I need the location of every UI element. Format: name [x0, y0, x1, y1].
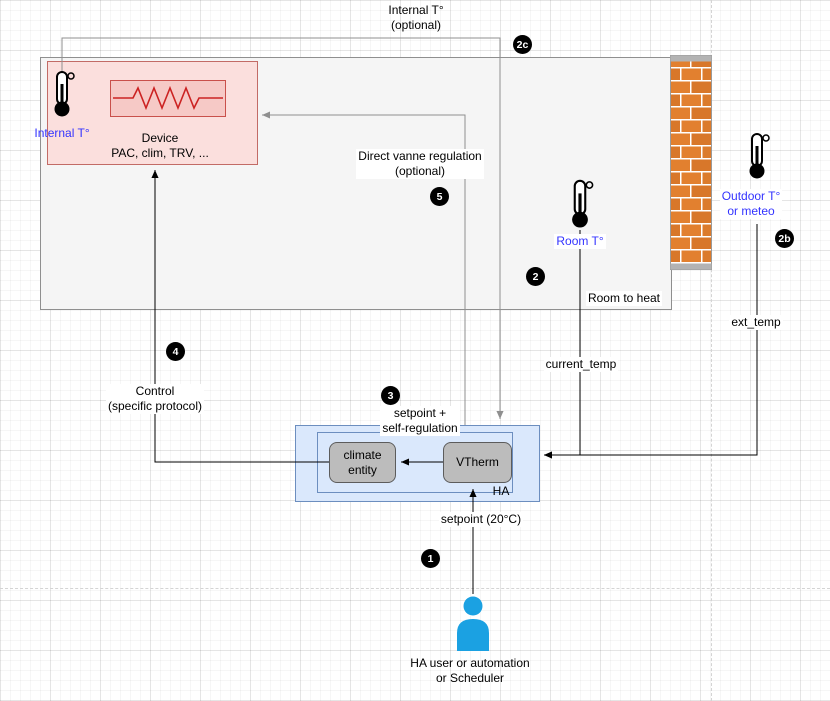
ha-label: HA — [492, 484, 510, 498]
direct-vanne-label: Direct vanne regulation (optional) — [348, 149, 492, 179]
ext-temp-label: ext_temp — [729, 315, 783, 330]
climate-entity-node: climate entity — [329, 442, 396, 483]
user-label: HA user or automation or Scheduler — [410, 656, 530, 685]
outdoor-temp-label: Outdoor T° or meteo — [719, 189, 783, 219]
step-badge-1: 1 — [421, 549, 440, 568]
climate-entity-label: climate entity — [343, 448, 382, 477]
heater-resistor-box — [110, 80, 226, 117]
step-badge-2: 2 — [526, 267, 545, 286]
device-name-label: Device — [141, 131, 179, 145]
room-to-heat-label: Room to heat — [585, 291, 663, 306]
step-badge-3: 3 — [381, 386, 400, 405]
page-break-horizontal — [0, 588, 830, 589]
setpoint-selfreg-label: setpoint + self-regulation — [380, 406, 460, 436]
step-badge-2c: 2c — [513, 35, 532, 54]
outdoor-thermometer-icon — [749, 133, 770, 179]
setpoint-label: setpoint (20°C) — [438, 512, 524, 527]
brick-wall-icon — [670, 55, 712, 270]
room-temp-label: Room T° — [554, 234, 606, 249]
control-label: Control (specific protocol) — [105, 384, 205, 414]
step-badge-2b: 2b — [775, 229, 794, 248]
direct-vanne-text: Direct vanne regulation (optional) — [356, 149, 484, 179]
step-badge-5: 5 — [430, 187, 449, 206]
device-models-label: PAC, clim, TRV, ... — [111, 146, 209, 160]
brick-wall — [670, 55, 712, 270]
vtherm-node: VTherm — [443, 442, 512, 483]
resistor-icon — [113, 85, 223, 111]
current-temp-label: current_temp — [543, 357, 619, 372]
internal-temp-optional-label: Internal T° (optional) — [388, 3, 444, 32]
step-badge-4: 4 — [166, 342, 185, 361]
user-icon — [457, 596, 489, 651]
vtherm-label: VTherm — [456, 455, 499, 470]
